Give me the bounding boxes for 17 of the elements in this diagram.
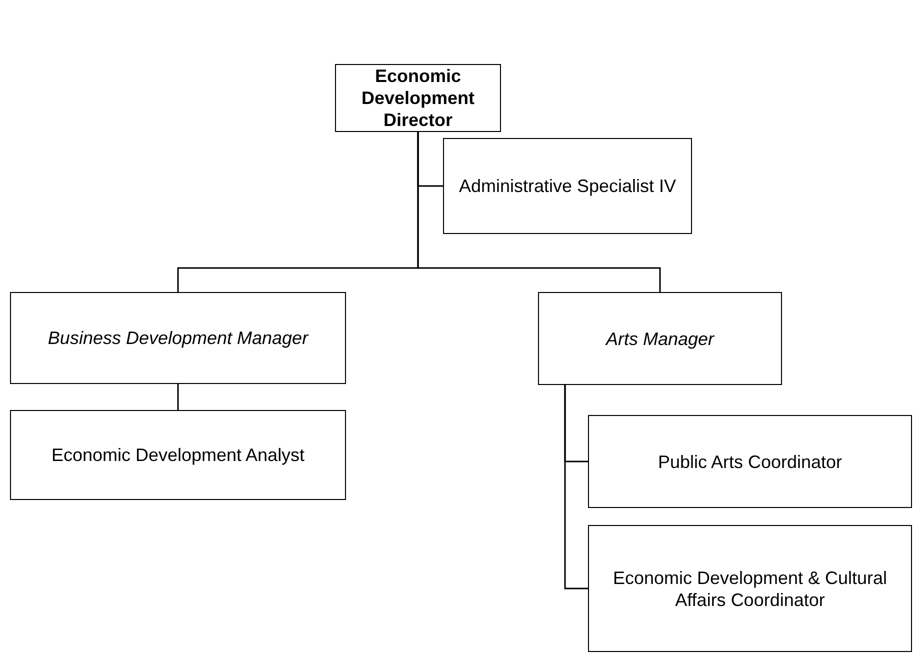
position-title: Economic Development Analyst bbox=[51, 444, 305, 466]
position-box bbox=[10, 410, 346, 500]
connector-line bbox=[564, 385, 588, 590]
position-box bbox=[588, 525, 912, 652]
position-title: Administrative Specialist IV bbox=[458, 175, 676, 197]
position-title: Business Development Manager bbox=[48, 327, 308, 349]
position-title: Public Arts Coordinator bbox=[658, 450, 842, 472]
position-title: Economic Development & Cultural Affairs Coordinator bbox=[612, 566, 888, 610]
connector-line bbox=[177, 384, 179, 410]
position-box bbox=[335, 64, 501, 132]
position-box bbox=[10, 292, 346, 384]
position-title: Economic Development Director bbox=[360, 65, 476, 131]
position-box bbox=[588, 415, 912, 508]
connector-line bbox=[417, 132, 661, 292]
position-box bbox=[538, 292, 782, 385]
position-box bbox=[443, 138, 692, 234]
position-title: Arts Manager bbox=[606, 328, 714, 350]
